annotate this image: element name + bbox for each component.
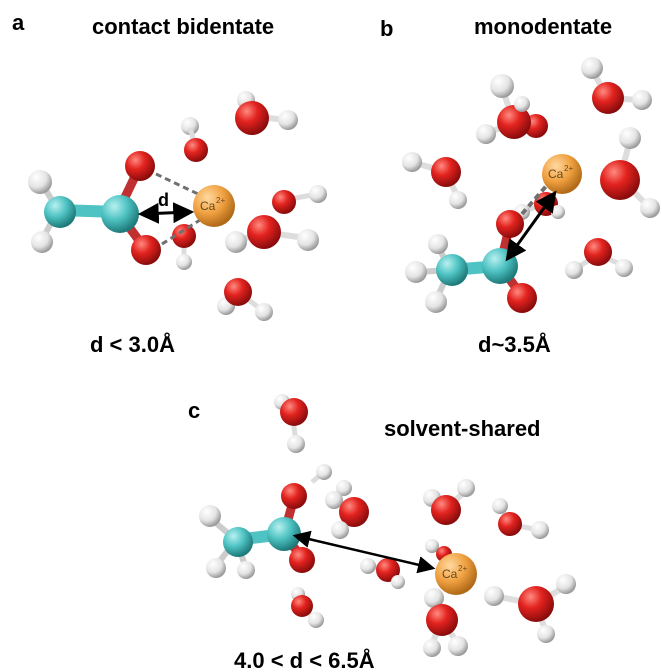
panel-a-letter: a xyxy=(12,10,25,35)
distance-arrow xyxy=(505,190,557,262)
panel-b-title: monodentate xyxy=(474,14,612,39)
water-molecule xyxy=(492,498,549,539)
ion-symbol: Ca xyxy=(200,199,216,213)
water-molecule xyxy=(291,587,324,628)
water-molecule xyxy=(325,491,369,539)
ion-charge: 2+ xyxy=(564,164,573,173)
water-molecule xyxy=(310,464,352,496)
panel-a-distance: d < 3.0Å xyxy=(90,331,175,357)
panel-c: c solvent-shared xyxy=(188,394,576,672)
water-molecule xyxy=(476,74,548,144)
water-molecule xyxy=(484,574,576,643)
distance-arrow xyxy=(292,530,436,574)
water-molecule xyxy=(423,588,468,657)
panel-a-title: contact bidentate xyxy=(92,14,274,39)
water-molecule xyxy=(360,558,405,589)
water-molecule xyxy=(235,91,298,135)
coordination-bond xyxy=(161,218,201,246)
water-molecule xyxy=(172,224,196,270)
panel-c-letter: c xyxy=(188,398,200,423)
acetate-molecule xyxy=(199,483,315,579)
panel-c-distance: 4.0 < d < 6.5Å xyxy=(234,647,375,672)
water-molecule xyxy=(581,57,652,114)
water-molecule xyxy=(225,215,319,253)
ion-charge: 2+ xyxy=(458,564,467,573)
water-molecule xyxy=(181,117,208,162)
calcium-ion: Ca 2+ xyxy=(435,553,477,595)
water-molecule xyxy=(274,394,308,453)
panel-b: b monodentate xyxy=(380,14,660,357)
panel-b-letter: b xyxy=(380,16,393,41)
calcium-ion: Ca 2+ xyxy=(193,185,235,227)
coordination-bond xyxy=(155,172,199,196)
water-molecule xyxy=(402,152,467,209)
acetate-molecule xyxy=(405,210,537,313)
water-molecule xyxy=(565,238,633,279)
ion-charge: 2+ xyxy=(216,196,225,205)
water-molecule xyxy=(217,278,273,321)
ion-symbol: Ca xyxy=(548,167,564,181)
distance-symbol: d xyxy=(158,190,169,210)
panel-a: a contact bidentate xyxy=(12,10,327,357)
water-molecule xyxy=(600,127,660,218)
coordination-bond xyxy=(520,182,550,216)
ion-symbol: Ca xyxy=(442,567,458,581)
acetate-molecule xyxy=(28,151,161,265)
panel-c-title: solvent-shared xyxy=(384,416,541,441)
panel-b-distance: d~3.5Å xyxy=(478,331,551,357)
water-molecule xyxy=(423,479,475,525)
distance-arrow xyxy=(137,202,195,224)
calcium-ion: Ca 2+ xyxy=(542,154,582,194)
water-molecule xyxy=(272,185,327,214)
